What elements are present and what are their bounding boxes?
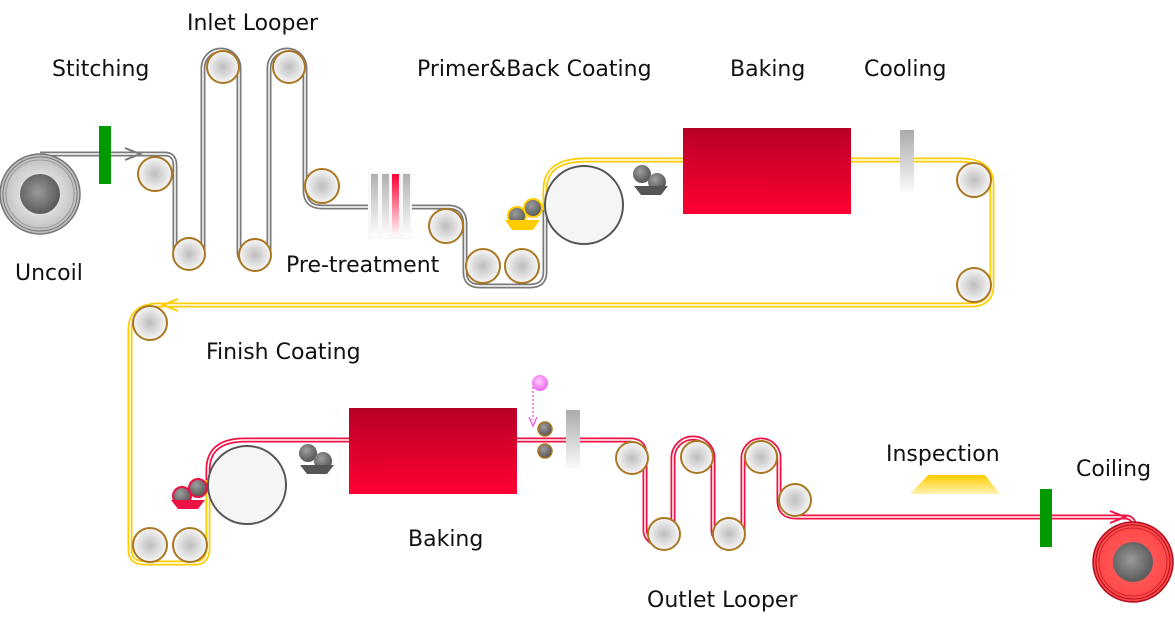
flow-arrow-icon (160, 298, 179, 312)
label-baking-2: Baking (408, 527, 483, 552)
recoil-coil[interactable] (1092, 521, 1174, 603)
roll (304, 168, 340, 204)
label-primer-back-coating: Primer&Back Coating (417, 57, 652, 82)
pinch-roll (537, 443, 553, 459)
roll (132, 527, 168, 563)
flow-arrow-icon (124, 147, 143, 161)
baking-oven-1[interactable] (683, 128, 851, 214)
finish-coater[interactable] (171, 445, 287, 525)
label-stitching: Stitching (52, 57, 149, 82)
roll (465, 248, 501, 284)
roll (615, 441, 649, 475)
flow-arrow-icon (1109, 510, 1128, 524)
outlet-looper-rolls (615, 440, 812, 551)
roll (647, 517, 681, 551)
pretreatment-unit[interactable] (368, 172, 412, 239)
roll (956, 162, 992, 198)
roll (428, 208, 464, 244)
pinch-roll (537, 421, 553, 437)
primer-coater[interactable] (505, 165, 624, 245)
uv-lamp[interactable] (528, 375, 548, 428)
roll (778, 483, 812, 517)
roll (744, 440, 778, 474)
baking-oven-2[interactable] (349, 408, 517, 494)
roll (680, 440, 714, 474)
label-outlet-looper: Outlet Looper (647, 588, 798, 613)
uncoil-coil[interactable] (0, 153, 81, 235)
roll (172, 237, 206, 271)
roll (956, 267, 992, 303)
label-finish-coating: Finish Coating (206, 340, 361, 365)
stitcher-inlet[interactable] (99, 126, 111, 184)
roll (504, 248, 540, 284)
strip-raw (40, 47, 548, 289)
roll (712, 517, 746, 551)
label-inspection: Inspection (886, 442, 1000, 467)
inlet-looper-rolls (137, 50, 340, 272)
finish-back-coater[interactable] (299, 444, 334, 474)
cooling-unit[interactable] (900, 130, 914, 192)
roll (172, 527, 208, 563)
label-cooling: Cooling (864, 57, 946, 82)
label-uncoil: Uncoil (15, 261, 83, 286)
roll (137, 156, 173, 192)
back-coater[interactable] (633, 165, 668, 195)
strip-primer (127, 157, 995, 566)
roll (272, 50, 306, 84)
cooling-unit-2[interactable] (566, 410, 580, 468)
roll (238, 238, 272, 272)
stitcher-outlet[interactable] (1040, 489, 1052, 547)
inspection-table[interactable] (910, 475, 1000, 494)
label-coiling: Coiling (1076, 457, 1151, 482)
label-inlet-looper: Inlet Looper (187, 11, 319, 36)
label-pre-treatment: Pre-treatment (286, 253, 440, 278)
roll (206, 50, 240, 84)
roll (132, 305, 168, 341)
label-baking-1: Baking (730, 57, 805, 82)
